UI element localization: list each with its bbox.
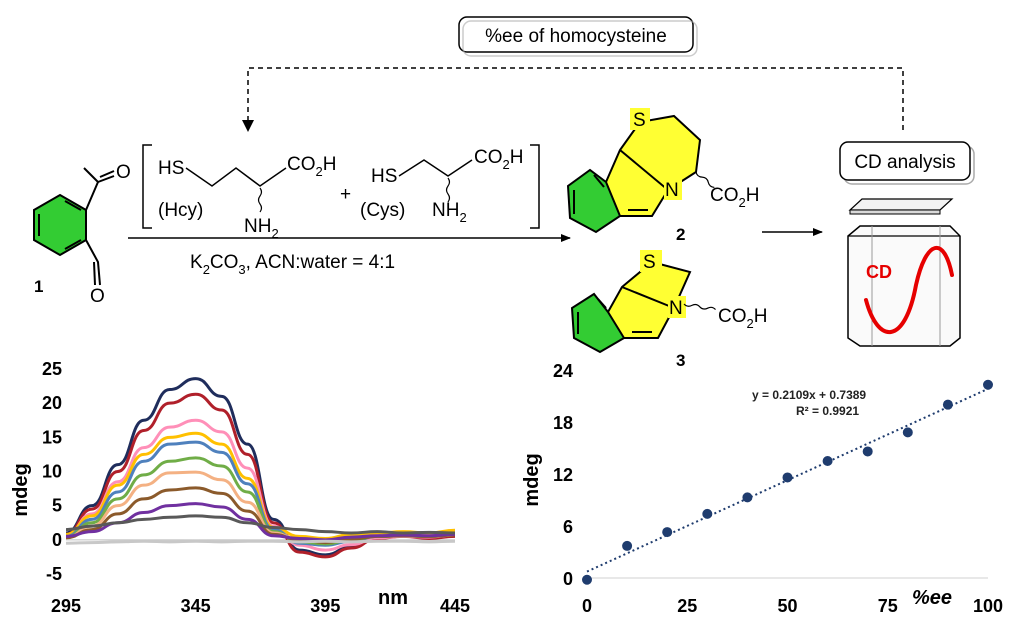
spectra-y-tick-0: -5	[46, 564, 62, 584]
spectrum-line-9	[65, 502, 456, 542]
calibration-y-tick-4: 24	[553, 361, 573, 381]
trendline-r2: R² = 0.9921	[796, 404, 859, 418]
thiazine-ring	[620, 116, 700, 190]
data-point-5	[782, 472, 793, 483]
spectra-y-tick-4: 15	[42, 427, 62, 447]
data-point-9	[942, 399, 953, 410]
ee-feedback-loop: %ee of homocysteine	[242, 16, 904, 132]
dashed-arrow-head	[242, 120, 254, 132]
spectra-y-tick-1: 0	[52, 530, 62, 550]
ee-box-shadow	[462, 20, 698, 57]
data-point-3	[702, 508, 713, 519]
calibration-y-tick-0: 0	[563, 569, 573, 589]
calibration-y-axis-label: mdeg	[521, 453, 543, 506]
spectra-x-tick-2: 395	[310, 596, 340, 616]
cd-box-label: CD analysis	[854, 152, 955, 173]
calibration-points	[582, 379, 993, 585]
compound-1: O O 1	[33, 162, 131, 307]
compound-2-number: 2	[676, 225, 685, 244]
hcy-nh2: NH2	[244, 216, 279, 241]
compound-2-co2h: CO2H	[710, 185, 759, 210]
spectra-ticks: -5 0 5 10 15 20 25 295 345 395 445	[42, 359, 470, 616]
cuvette-lid-bottom	[849, 209, 941, 215]
calibration-x-axis-label: %ee	[912, 587, 952, 609]
spectra-x-axis-label: nm	[378, 587, 408, 609]
reaction-conditions: K2CO3, ACN:water = 4:1	[190, 252, 395, 277]
compound-3-n: N	[669, 298, 683, 319]
cd-wave	[864, 245, 954, 334]
compound-1-number: 1	[34, 277, 43, 296]
calibration-x-tick-3: 75	[878, 596, 898, 616]
calibration-x-tick-0: 0	[582, 596, 592, 616]
compound-3-number: 3	[676, 351, 685, 370]
hcy-hs: HS	[158, 158, 184, 179]
cuvette-body	[847, 225, 961, 347]
data-point-7	[862, 446, 873, 457]
data-point-8	[902, 427, 913, 438]
spectra-series	[65, 377, 456, 559]
calibration-y-tick-1: 6	[563, 517, 573, 537]
spectra-y-tick-6: 25	[42, 359, 62, 379]
plus-sign: +	[340, 184, 351, 205]
ee-box	[458, 16, 694, 53]
left-bracket	[142, 144, 152, 229]
cys-name: (Cys)	[360, 200, 405, 221]
cys-nh2: NH2	[432, 200, 467, 225]
calibration-y-tick-2: 12	[553, 465, 573, 485]
cd-box	[839, 141, 971, 181]
dashed-feedback-line	[247, 67, 904, 130]
right-bracket	[530, 144, 540, 229]
data-point-2	[662, 527, 673, 538]
benzene-ring-1	[33, 193, 87, 257]
compound-2-s: S	[633, 110, 646, 131]
spectrum-line-10	[65, 514, 456, 535]
data-point-0	[582, 574, 592, 585]
data-point-6	[822, 456, 833, 466]
reagent-bracket: HS CO2H (Hcy) NH2 + HS CO2H (Cys) NH2	[142, 144, 540, 241]
calibration-x-tick-1: 25	[677, 596, 697, 616]
spectra-y-tick-2: 5	[52, 496, 62, 516]
cuvette-lid	[848, 198, 954, 211]
spectra-x-tick-0: 295	[51, 596, 81, 616]
pyrrole-ring-2	[606, 150, 668, 216]
spectra-y-tick-5: 20	[42, 393, 62, 413]
spectra-x-tick-3: 445	[440, 596, 470, 616]
hcy-chain	[185, 167, 287, 187]
calibration-ticks: 0 6 12 18 24 0 25 50 75 100	[553, 361, 1003, 616]
compound-2-n: N	[665, 180, 679, 201]
hcy-co2h: CO2H	[287, 154, 336, 179]
hcy-name: (Hcy)	[158, 200, 203, 221]
compound-3-s: S	[643, 252, 656, 273]
compound-2: S N CO2H 2	[566, 108, 759, 244]
spectra-y-axis-label: mdeg	[10, 463, 32, 516]
trendline-equation: y = 0.2109x + 0.7389	[752, 388, 866, 402]
aldehyde-top-bond	[83, 167, 100, 211]
spectra-y-tick-3: 10	[42, 462, 62, 482]
aldehyde-bottom-bond	[85, 239, 101, 286]
aldehyde-bottom-o: O	[90, 286, 105, 307]
cd-analysis: CD analysis CD	[839, 141, 975, 347]
data-point-1	[622, 540, 633, 551]
data-point-10	[983, 379, 993, 390]
compound-3-co2h: CO2H	[718, 306, 767, 331]
cys-chain	[398, 159, 473, 177]
reaction-arrow-group: K2CO3, ACN:water = 4:1	[128, 234, 571, 277]
cys-hs: HS	[371, 166, 397, 187]
cd-spectra-chart: -5 0 5 10 15 20 25 295 345 395 445 nm mdeg	[10, 359, 470, 616]
aldehyde-top-o: O	[116, 162, 131, 183]
calibration-x-tick-2: 50	[777, 596, 797, 616]
pyrrole-ring-3	[608, 287, 674, 338]
cd-wave-label: CD	[866, 262, 892, 282]
spectrum-line-11	[65, 539, 456, 545]
ee-box-label: %ee of homocysteine	[485, 26, 667, 47]
spectra-x-tick-1: 345	[181, 596, 211, 616]
compound-3: S N CO2H 3	[570, 250, 767, 370]
cys-co2h: CO2H	[474, 147, 523, 172]
calibration-x-tick-4: 100	[973, 596, 1003, 616]
data-point-4	[742, 492, 753, 503]
calibration-y-tick-3: 18	[553, 413, 573, 433]
